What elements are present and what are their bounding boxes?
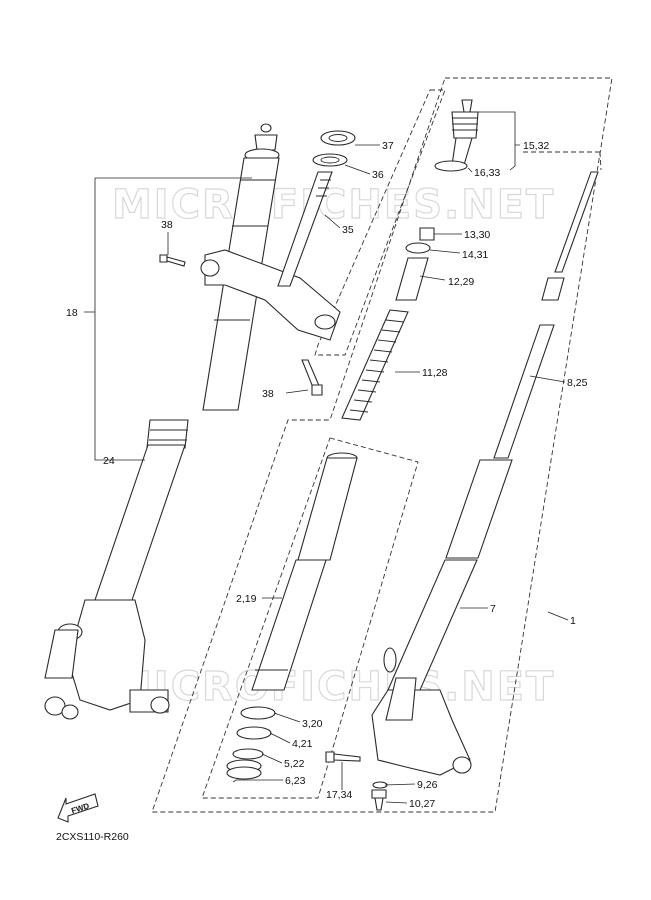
callout-labels: 37 36 35 38 38 18 24 15,32 16,33 13,30 1… — [66, 140, 588, 810]
washer — [405, 242, 431, 254]
inner-tube-left — [251, 452, 358, 691]
callout-9-26: 9,26 — [417, 779, 438, 791]
axle-bracket-right — [371, 647, 472, 776]
washer-9 — [372, 781, 388, 789]
callout-4-21: 4,21 — [292, 738, 313, 750]
assembled-fork-leg — [44, 123, 341, 720]
callout-6-23: 6,23 — [285, 775, 306, 787]
callout-35: 35 — [342, 224, 354, 236]
callout-16-33: 16,33 — [474, 167, 500, 179]
bolt-10 — [371, 789, 387, 811]
o-ring — [434, 160, 468, 172]
callout-1: 1 — [570, 615, 576, 627]
damper-rod — [493, 171, 599, 459]
callout-2-19: 2,19 — [236, 593, 257, 605]
inner-tube-right — [387, 459, 513, 691]
group-outline-damper-rod — [520, 151, 602, 171]
spacer — [395, 257, 429, 301]
callout-12-29: 12,29 — [448, 276, 474, 288]
group-outline-inner-tube — [201, 437, 419, 799]
bearing-37 — [320, 130, 356, 146]
watermark-bottom: MICROFICHES.NET — [112, 664, 555, 710]
group-outline-cap — [314, 89, 446, 356]
bolt-38-lower — [301, 359, 323, 396]
callout-11-28: 11,28 — [422, 367, 448, 379]
callout-13-30: 13,30 — [464, 229, 490, 241]
cap-bolt — [451, 99, 479, 166]
callout-24: 24 — [103, 455, 115, 467]
bushing-4 — [236, 726, 272, 740]
bushing-3 — [240, 706, 276, 720]
nut — [419, 227, 435, 241]
callout-15-32: 15,32 — [523, 140, 549, 152]
callout-5-22: 5,22 — [284, 758, 305, 770]
seal-36 — [312, 153, 348, 167]
leader-lines — [84, 111, 569, 804]
callout-36: 36 — [372, 169, 384, 181]
callout-8-25: 8,25 — [567, 377, 588, 389]
callout-3-20: 3,20 — [302, 718, 323, 730]
callout-38-lower: 38 — [262, 388, 274, 400]
callout-7: 7 — [490, 603, 496, 615]
fwd-arrow: FWD — [57, 793, 99, 823]
diagram-code: 2CXS110-R260 — [56, 831, 129, 843]
callout-38-upper: 38 — [161, 219, 173, 231]
callout-17-34: 17,34 — [326, 789, 352, 801]
callout-14-31: 14,31 — [462, 249, 488, 261]
callout-10-27: 10,27 — [409, 798, 435, 810]
bolt-17 — [325, 751, 361, 763]
oil-seal-6 — [226, 759, 262, 780]
fork-spring — [341, 309, 409, 421]
callout-37: 37 — [382, 140, 394, 152]
washer-5 — [232, 748, 264, 760]
bolt-38-upper — [159, 254, 186, 267]
watermark-top: MICROFICHES.NET — [112, 182, 555, 228]
steering-tube — [277, 171, 333, 287]
callout-18: 18 — [66, 307, 78, 319]
